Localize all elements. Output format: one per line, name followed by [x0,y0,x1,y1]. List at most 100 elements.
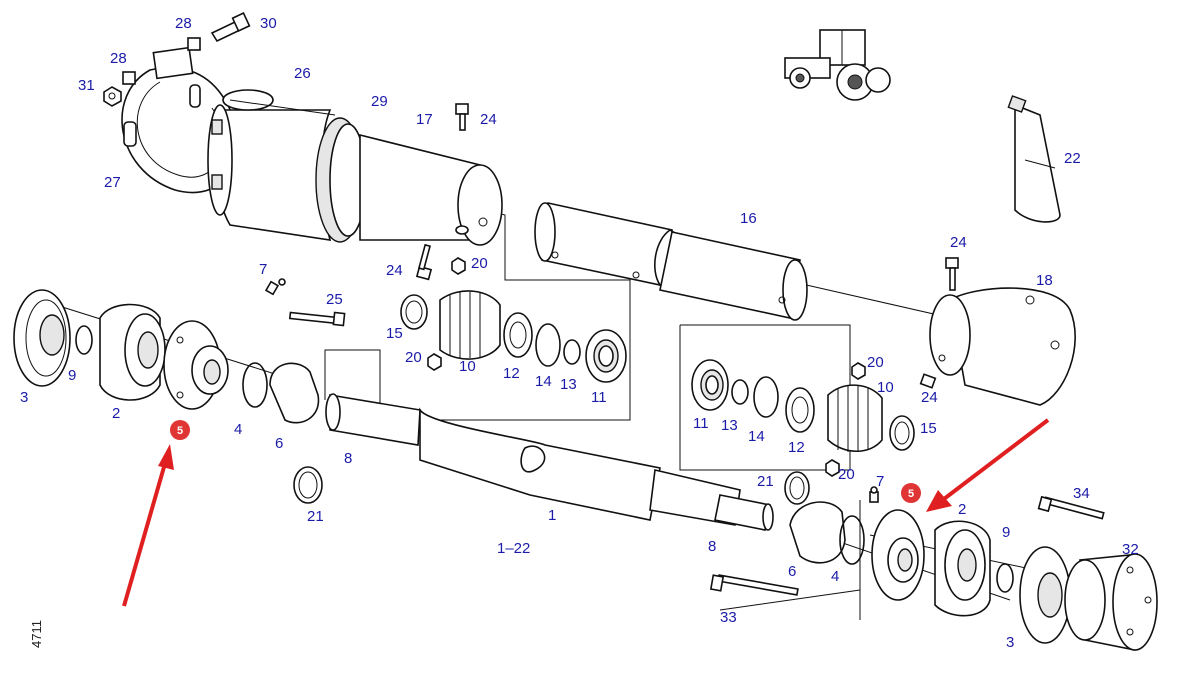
part-4-ring-left [242,362,268,408]
pointer-arrow-left [122,444,174,607]
part-30-bolt [210,12,251,43]
part-14-circlip-right [753,376,779,418]
part-16-inner-tube [659,231,808,321]
part-7-grease-nipple-right [869,486,879,503]
label-22: 22 [1064,150,1081,167]
marker-5-right: 5 [901,483,921,503]
part-33-bolt [709,574,799,596]
label-25: 25 [326,291,343,308]
part-18-tube [929,287,1076,406]
label-11-right: 11 [693,415,709,432]
label-18: 18 [1036,272,1053,289]
label-34: 34 [1073,485,1090,502]
part-20-nut-right [851,362,866,380]
label-6-right: 6 [788,563,796,580]
label-21-right: 21 [757,473,774,490]
part-15-seal-right [889,415,915,451]
label-10-right: 10 [877,379,894,396]
part-17-tube [359,133,503,246]
part-5-yoke-left [163,320,229,410]
label-11-left: 11 [591,389,607,406]
part-5-yoke-right [871,509,925,601]
label-24-right: 24 [950,234,967,251]
label-28-top: 28 [175,15,192,32]
label-31: 31 [78,77,95,94]
part-21-ring-right [784,471,810,505]
label-8-right: 8 [708,538,716,555]
part-25-bolt [288,311,346,327]
part-11-bearing-left [585,329,627,383]
marker-5-left: 5 [170,420,190,440]
part-10-threaded-sleeve-right [827,384,883,452]
label-16: 16 [740,210,757,227]
label-7-left: 7 [259,261,267,278]
label-33: 33 [720,609,737,626]
label-24-top: 24 [480,111,497,128]
figure-code: 4711 [29,620,44,648]
part-26-sleeve [207,89,336,241]
part-24-bolt-right [945,257,959,291]
part-8-shaft-end-right [714,494,774,531]
part-1-shaft [419,407,741,526]
label-4-right: 4 [831,568,839,585]
part-31-nut [103,86,122,107]
part-15-seal-left [400,294,428,330]
label-26: 26 [294,65,311,82]
label-14-right: 14 [748,428,765,445]
label-15-left: 15 [386,325,403,342]
part-20-nut-top [451,257,466,275]
part-8-shaft-end-left [325,393,421,446]
part-2-housing-right [934,520,991,617]
part-14-circlip-left [535,323,561,367]
label-20-right: 20 [867,354,884,371]
pointer-arrow-right [926,418,1050,512]
part-13-ring-left [563,339,581,365]
part-20-nut-left [427,353,442,371]
label-8-left: 8 [344,450,352,467]
label-4-left: 4 [234,421,242,438]
svg-text:5: 5 [908,488,914,500]
label-2-right: 2 [958,501,966,518]
label-3-left: 3 [20,389,28,406]
part-16-outer-tube [534,202,685,286]
part-3-cap-right [1019,546,1071,644]
part-32-flange [1064,553,1158,651]
part-4-ring-right [839,515,865,565]
tractor-icon [784,29,891,101]
part-10-threaded-sleeve-left [439,290,501,360]
label-1: 1 [548,507,556,524]
label-20-left: 20 [405,349,422,366]
label-13-left: 13 [560,376,577,393]
label-15-right: 15 [920,420,937,437]
part-24-bolt-top [455,103,469,131]
label-6-left: 6 [275,435,283,452]
part-34-bolt [1037,495,1105,520]
part-9-circlip-right [996,563,1014,593]
label-3-right: 3 [1006,634,1014,651]
part-3-cap [13,289,71,387]
part-12-washer-left [503,312,533,358]
part-11-bearing-right [691,359,729,411]
part-12-washer-right [785,387,815,433]
label-13-right: 13 [721,417,738,434]
label-27: 27 [104,174,121,191]
label-20-lower: 20 [838,466,855,483]
part-24-bolt-lower-right [919,373,937,389]
part-6-boot-left [269,362,320,424]
label-7-right: 7 [876,473,884,490]
label-24-lower-right: 24 [921,389,938,406]
part-7-grease-nipple-left [264,278,286,296]
part-29-ring [315,117,367,243]
label-10-left: 10 [459,358,476,375]
label-30: 30 [260,15,277,32]
label-24-middle: 24 [386,262,403,279]
part-6-boot-right [789,501,846,564]
label-1-22: 1–22 [497,540,530,557]
part-21-ring-left [293,466,323,504]
label-12-right: 12 [788,439,805,456]
label-2-left: 2 [112,405,120,422]
part-20-nut-lower [825,459,840,477]
part-labels: 28 30 28 31 26 29 17 24 27 22 16 24 18 7… [20,15,1139,651]
part-2-housing [99,303,166,401]
